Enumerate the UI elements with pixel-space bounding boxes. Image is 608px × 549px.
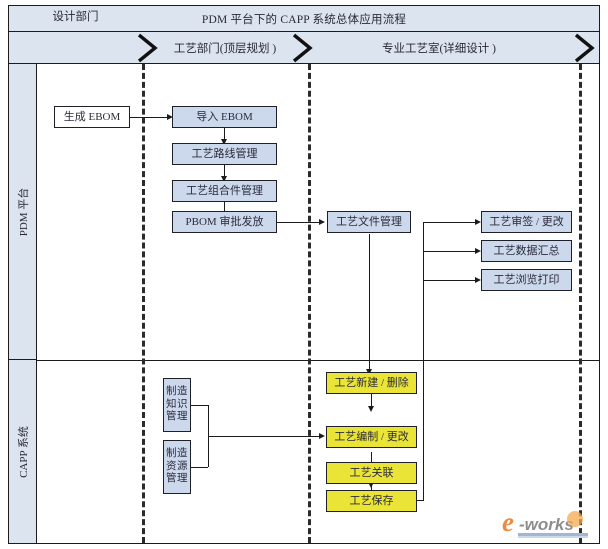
connector-resource-stub [191, 467, 208, 468]
arrowhead-branch-print [475, 276, 481, 283]
node-data-summary-label: 工艺数据汇总 [493, 244, 560, 257]
eworks-logo: e -works [502, 507, 588, 538]
lane-label-design: 设计部门 [52, 11, 99, 23]
node-resource-mgmt-line-3: 管理 [166, 473, 188, 485]
arrowhead-branch-sign [475, 218, 481, 225]
lane-label-process-room: 专业工艺室(详细设计 ) [381, 43, 497, 55]
category-capp-label: CAPP 系统 [17, 425, 30, 478]
node-route-mgmt[interactable]: 工艺路线管理 [172, 143, 277, 165]
node-create-delete-label: 工艺新建 / 删除 [334, 376, 409, 389]
node-browse-print[interactable]: 工艺浏览打印 [481, 269, 572, 291]
connector-save-to-trunk [417, 500, 424, 501]
node-doc-mgmt[interactable]: 工艺文件管理 [327, 211, 411, 233]
category-pdm: PDM 平台 [9, 64, 37, 360]
node-assembly-mgmt-label: 工艺组合件管理 [186, 184, 263, 197]
node-save-label: 工艺保存 [349, 494, 394, 507]
arrowhead-pbom-to-doc [319, 218, 325, 225]
node-save[interactable]: 工艺保存 [326, 490, 417, 512]
node-pbom-approve-label: PBOM 审批发放 [185, 215, 264, 228]
node-resource-mgmt-line-2: 资源 [166, 460, 188, 472]
category-capp: CAPP 系统 [9, 360, 37, 543]
node-edit-change[interactable]: 工艺编制 / 更改 [326, 426, 417, 448]
arrowhead-join-to-edit [319, 432, 325, 439]
lane-divider-3 [579, 64, 582, 543]
connector-knowledge-stub [191, 405, 208, 406]
category-pdm-label: PDM 平台 [17, 187, 30, 236]
connector-join-to-edit [208, 436, 322, 437]
node-import-ebom[interactable]: 导入 EBOM [172, 106, 277, 128]
arrowhead-gen-to-import [167, 113, 173, 120]
connector-assembly-to-pbom [224, 202, 225, 217]
connector-doc-to-create [369, 234, 370, 372]
node-resource-mgmt[interactable]: 制造 资源 管理 [163, 440, 191, 494]
connector-pbom-to-doc [277, 222, 322, 223]
connector-branch-sign [423, 222, 478, 223]
diagram-title: PDM 平台下的 CAPP 系统总体应用流程 [9, 6, 599, 32]
node-browse-print-label: 工艺浏览打印 [493, 273, 560, 286]
lane-divider-1 [142, 64, 145, 543]
node-sign-change-label: 工艺审签 / 更改 [489, 215, 564, 228]
node-import-ebom-label: 导入 EBOM [196, 110, 253, 123]
node-knowledge-mgmt-line-1: 制造 [166, 386, 188, 398]
node-pbom-approve[interactable]: PBOM 审批发放 [172, 211, 277, 233]
node-doc-mgmt-label: 工艺文件管理 [336, 215, 402, 228]
connector-branch-trunk [423, 222, 424, 500]
lane-divider-2 [308, 64, 311, 543]
node-knowledge-mgmt-line-3: 管理 [166, 411, 188, 423]
connector-import-to-route [224, 128, 225, 143]
node-relate[interactable]: 工艺关联 [326, 462, 417, 484]
connector-edit-to-relate [371, 452, 372, 468]
node-knowledge-mgmt[interactable]: 制造 知识 管理 [163, 378, 191, 432]
node-create-delete[interactable]: 工艺新建 / 删除 [326, 372, 417, 394]
node-knowledge-mgmt-line-2: 知识 [166, 398, 188, 410]
node-gen-ebom[interactable]: 生成 EBOM [54, 106, 130, 128]
connector-create-to-edit [371, 394, 372, 410]
node-sign-change[interactable]: 工艺审签 / 更改 [481, 211, 572, 233]
node-data-summary[interactable]: 工艺数据汇总 [481, 240, 572, 262]
arrowhead-route-to-assembly [220, 176, 227, 182]
arrowhead-import-to-route [220, 139, 227, 145]
connector-route-to-assembly [224, 165, 225, 180]
connector-gen-to-import [130, 117, 170, 118]
node-resource-mgmt-line-1: 制造 [166, 448, 188, 460]
node-edit-change-label: 工艺编制 / 更改 [334, 430, 409, 443]
node-route-mgmt-label: 工艺路线管理 [191, 147, 258, 160]
connector-branch-summary [423, 251, 478, 252]
lane-label-process-dept: 工艺部门(顶层规划 ) [173, 43, 277, 55]
svg-text:e: e [502, 507, 514, 537]
node-relate-label: 工艺关联 [349, 466, 394, 479]
svg-text:-works: -works [519, 515, 574, 534]
pdm-capp-divider [37, 360, 599, 361]
node-assembly-mgmt[interactable]: 工艺组合件管理 [172, 180, 277, 202]
node-gen-ebom-label: 生成 EBOM [63, 110, 121, 123]
arrowhead-relate-to-save [367, 482, 374, 488]
arrowhead-create-to-edit [367, 406, 374, 412]
connector-branch-print [423, 280, 478, 281]
arrowhead-branch-summary [475, 247, 481, 254]
